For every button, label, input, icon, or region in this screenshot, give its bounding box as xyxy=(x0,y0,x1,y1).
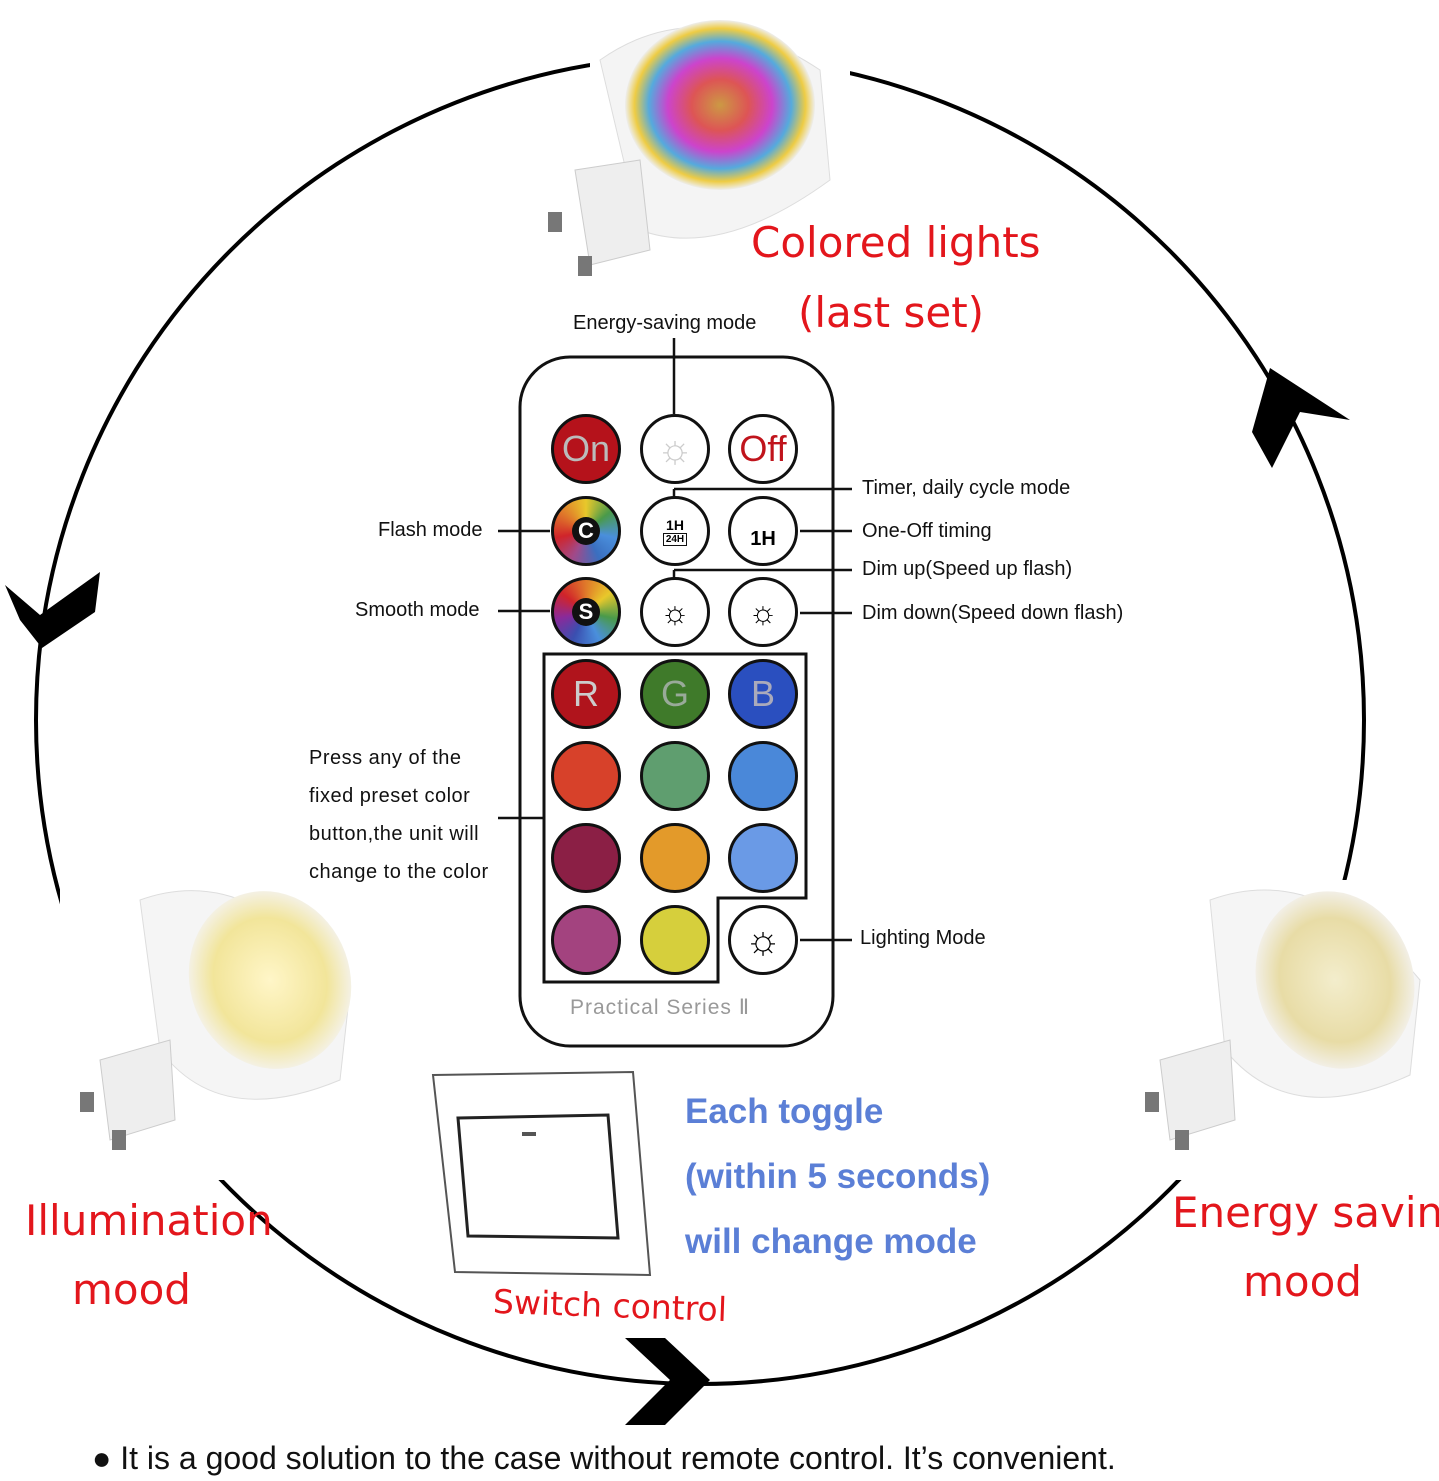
preset-line: Press any of the xyxy=(309,747,462,769)
timer-24h-label: 24H xyxy=(662,532,688,546)
blue-button[interactable]: B xyxy=(728,659,798,729)
label-dim-up: Dim up(Speed up flash) xyxy=(862,558,1073,580)
sun-icon: ☼ xyxy=(656,426,694,471)
dim-down-icon: ☼ xyxy=(748,593,778,630)
preset-line: fixed preset color xyxy=(309,785,471,807)
on-button[interactable]: On xyxy=(551,414,621,484)
label-energy-saving-mode: Energy-saving mode xyxy=(573,312,757,334)
leader-lines xyxy=(498,338,852,942)
preset-color-button[interactable] xyxy=(551,905,621,975)
flash-c-label: C xyxy=(572,517,600,545)
wall-switch xyxy=(431,1070,652,1277)
green-button[interactable]: G xyxy=(640,659,710,729)
arrow-chevron-top-right xyxy=(1252,368,1350,468)
preset-color-button[interactable] xyxy=(728,823,798,893)
remote-series-label: Practical Series Ⅱ xyxy=(570,996,751,1019)
label-flash: Flash mode xyxy=(378,519,483,541)
illumination-title: Illumination xyxy=(25,1196,273,1245)
colored-lights-title: Colored lights xyxy=(751,218,1041,267)
lighting-mode-button[interactable]: ☼ xyxy=(728,905,798,975)
footer-note: ● It is a good solution to the case with… xyxy=(92,1440,1116,1476)
arrow-chevron-left xyxy=(5,572,100,648)
sun-icon: ☼ xyxy=(744,917,782,962)
label-lighting-mode: Lighting Mode xyxy=(860,927,986,949)
toggle-line: (within 5 seconds) xyxy=(685,1157,991,1196)
switch-control-caption: Switch control xyxy=(492,1281,728,1330)
dim-down-button[interactable]: ☼ xyxy=(728,577,798,647)
toggle-line: Each toggle xyxy=(685,1092,884,1131)
dim-up-icon: ☼ xyxy=(660,593,690,630)
label-one-off: One-Off timing xyxy=(862,520,992,542)
label-smooth: Smooth mode xyxy=(355,599,480,621)
preset-color-button[interactable] xyxy=(551,823,621,893)
preset-color-button[interactable] xyxy=(640,905,710,975)
preset-line: button,the unit will xyxy=(309,823,480,845)
energy-saving-button[interactable]: ☼ xyxy=(640,414,710,484)
off-button[interactable]: Off xyxy=(728,414,798,484)
smooth-mode-button[interactable]: S xyxy=(551,577,621,647)
one-off-timer-button[interactable]: 1H xyxy=(728,496,798,566)
timer-daily-button[interactable]: 1H 24H xyxy=(640,496,710,566)
smooth-s-label: S xyxy=(572,598,600,626)
label-timer: Timer, daily cycle mode xyxy=(862,477,1071,499)
energy-saving-title: Energy saving xyxy=(1172,1188,1439,1237)
preset-group-outline xyxy=(542,652,808,984)
energy-saving-subtitle: mood xyxy=(1243,1257,1362,1306)
colored-lights-subtitle: (last set) xyxy=(798,288,985,337)
bulb-colored xyxy=(548,20,850,276)
preset-color-button[interactable] xyxy=(728,741,798,811)
preset-line: change to the color xyxy=(309,861,489,883)
toggle-line: will change mode xyxy=(685,1222,977,1261)
red-button[interactable]: R xyxy=(551,659,621,729)
illumination-subtitle: mood xyxy=(72,1265,191,1314)
preset-color-button[interactable] xyxy=(640,741,710,811)
arrow-chevron-bottom xyxy=(625,1338,710,1425)
preset-color-button[interactable] xyxy=(640,823,710,893)
bulb-illumination xyxy=(60,880,370,1180)
timer-1h-label: 1H xyxy=(666,516,684,533)
bulb-energy-saving xyxy=(1130,880,1430,1180)
preset-color-button[interactable] xyxy=(551,741,621,811)
label-preset: Press any of the fixed preset color butt… xyxy=(309,739,489,891)
label-dim-down: Dim down(Speed down flash) xyxy=(862,602,1124,624)
dim-up-button[interactable]: ☼ xyxy=(640,577,710,647)
flash-mode-button[interactable]: C xyxy=(551,496,621,566)
